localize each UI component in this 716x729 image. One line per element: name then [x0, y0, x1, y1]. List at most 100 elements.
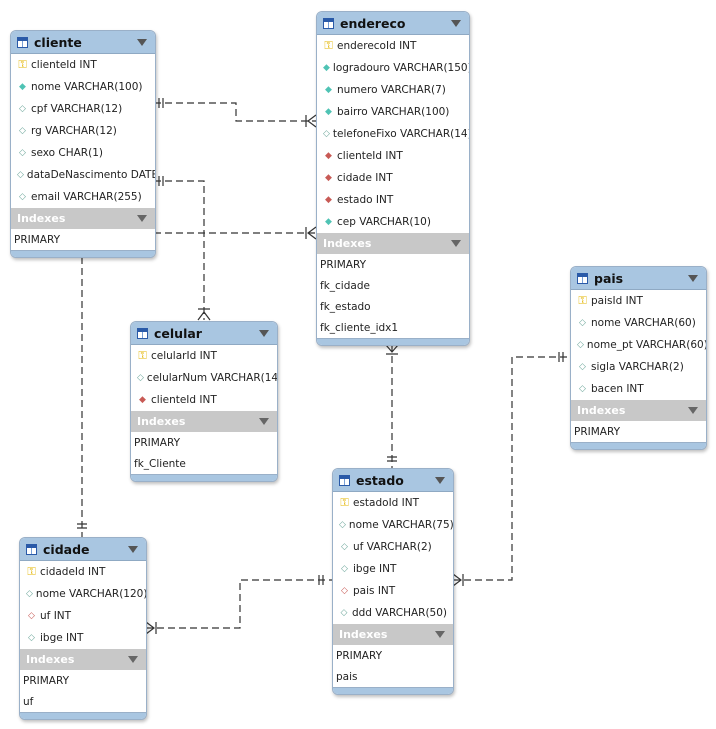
table-header[interactable]: estado: [333, 469, 453, 492]
column-row[interactable]: ◇celularNum VARCHAR(14): [131, 367, 277, 389]
column-row[interactable]: ◇uf INT: [20, 605, 146, 627]
column-row[interactable]: ◆clienteId INT: [317, 145, 469, 167]
column-list: ⚿paisId INT ◇ nome VARCHAR(60) ◇nome_pt VAR…: [571, 290, 706, 400]
index-row[interactable]: PRIMARY: [336, 649, 383, 662]
column-row[interactable]: ◇sigla VARCHAR(2): [571, 356, 706, 378]
index-row[interactable]: fk_estado: [320, 300, 371, 313]
column-row[interactable]: ⚿enderecoId INT: [317, 35, 469, 57]
index-row[interactable]: PRIMARY: [14, 233, 61, 246]
index-row[interactable]: PRIMARY: [320, 258, 367, 271]
table-pais[interactable]: pais ⚿paisId INT ◇ nome VARCHAR(60) ◇nome_p…: [570, 266, 707, 450]
column-list: ⚿estadoId INT◇nome VARCHAR(75)◇uf VARCHA…: [333, 492, 453, 624]
table-celular[interactable]: celular ⚿celularId INT◇celularNum VARCHA…: [130, 321, 278, 482]
nullable-column-icon: ◇: [19, 192, 26, 202]
collapse-toggle-icon[interactable]: [435, 477, 445, 484]
column-row[interactable]: ◇nome VARCHAR(120): [20, 583, 146, 605]
index-row[interactable]: uf: [23, 695, 34, 708]
column-row[interactable]: ◇ibge INT: [333, 558, 453, 580]
table-header[interactable]: endereco: [317, 12, 469, 35]
table-title: estado: [356, 472, 404, 488]
index-row[interactable]: fk_Cliente: [134, 457, 186, 470]
column-label: nome VARCHAR(75): [348, 519, 454, 531]
collapse-toggle-icon[interactable]: [128, 546, 138, 553]
index-row[interactable]: PRIMARY: [23, 674, 70, 687]
column-row[interactable]: ⚿ cidadeId INT: [20, 561, 146, 583]
collapse-toggle-icon[interactable]: [451, 20, 461, 27]
foreign-key-icon: ◆: [325, 195, 332, 205]
column-row[interactable]: ◇telefoneFixo VARCHAR(14): [317, 123, 469, 145]
column-row[interactable]: ◇nome_pt VARCHAR(60): [571, 334, 706, 356]
indexes-label: Indexes: [17, 212, 66, 225]
collapse-toggle-icon[interactable]: [688, 407, 698, 414]
column-row[interactable]: ◆logradouro VARCHAR(150): [317, 57, 469, 79]
column-row[interactable]: ◇dataDeNascimento DATE: [11, 164, 155, 186]
index-row[interactable]: PRIMARY: [134, 436, 181, 449]
column-label: logradouro VARCHAR(150): [332, 62, 470, 74]
collapse-toggle-icon[interactable]: [688, 275, 698, 282]
column-row[interactable]: ◇email VARCHAR(255): [11, 186, 155, 208]
column-row[interactable]: ◆clienteId INT: [131, 389, 277, 411]
collapse-toggle-icon[interactable]: [451, 240, 461, 247]
nullable-column-icon: ◇: [137, 373, 144, 383]
column-row[interactable]: ◆cidade INT: [317, 167, 469, 189]
collapse-toggle-icon[interactable]: [137, 39, 147, 46]
column-row[interactable]: ◇ddd VARCHAR(50): [333, 602, 453, 624]
index-row[interactable]: fk_cliente_idx1: [320, 321, 399, 334]
table-header[interactable]: cliente: [11, 31, 155, 54]
column-row[interactable]: ◇sexo CHAR(1): [11, 142, 155, 164]
column-row[interactable]: ◇rg VARCHAR(12): [11, 120, 155, 142]
indexes-header[interactable]: Indexes: [333, 624, 453, 645]
column-label: bacen INT: [591, 383, 644, 395]
index-row[interactable]: PRIMARY: [574, 425, 621, 438]
index-list: PRIMARY: [571, 421, 706, 442]
table-estado[interactable]: estado ⚿estadoId INT◇nome VARCHAR(75)◇uf…: [332, 468, 454, 695]
primary-key-icon: ⚿: [27, 565, 36, 578]
column-label: cidadeId INT: [40, 566, 106, 578]
table-header[interactable]: celular: [131, 322, 277, 345]
one-marker: [158, 98, 164, 108]
collapse-toggle-icon[interactable]: [128, 656, 138, 663]
column-row[interactable]: ◇nome VARCHAR(75): [333, 514, 453, 536]
table-header[interactable]: pais: [571, 267, 706, 290]
column-row[interactable]: ◇ibge INT: [20, 627, 146, 649]
column-row[interactable]: ⚿paisId INT: [571, 290, 706, 312]
table-cidade[interactable]: cidade ⚿ cidadeId INT ◇nome VARCHAR(120)◇u…: [19, 537, 147, 720]
index-row[interactable]: pais: [336, 670, 358, 683]
column-row[interactable]: ◇bacen INT: [571, 378, 706, 400]
indexes-header[interactable]: Indexes: [131, 411, 277, 432]
column-row[interactable]: ◇pais INT: [333, 580, 453, 602]
column-row[interactable]: ◆nome VARCHAR(100): [11, 76, 155, 98]
nullable-column-icon: ◇: [339, 520, 346, 530]
indexes-header[interactable]: Indexes: [571, 400, 706, 421]
column-row[interactable]: ◆cep VARCHAR(10): [317, 211, 469, 233]
column-row[interactable]: ◇uf VARCHAR(2): [333, 536, 453, 558]
nullable-column-icon: ◇: [579, 318, 586, 328]
column-row[interactable]: ⚿celularId INT: [131, 345, 277, 367]
column-label: nome VARCHAR(60): [591, 317, 696, 329]
indexes-header[interactable]: Indexes: [317, 233, 469, 254]
column-row[interactable]: ⚿estadoId INT: [333, 492, 453, 514]
primary-key-icon: ⚿: [340, 496, 349, 509]
column-row[interactable]: ◇cpf VARCHAR(12): [11, 98, 155, 120]
table-endereco[interactable]: endereco ⚿enderecoId INT◆logradouro VARC…: [316, 11, 470, 346]
table-cliente[interactable]: cliente ⚿clienteId INT◆nome VARCHAR(100)…: [10, 30, 156, 258]
column-label: clienteId INT: [31, 59, 97, 71]
collapse-toggle-icon[interactable]: [435, 631, 445, 638]
collapse-toggle-icon[interactable]: [259, 418, 269, 425]
column-row[interactable]: ⚿clienteId INT: [11, 54, 155, 76]
column-row[interactable]: ◆bairro VARCHAR(100): [317, 101, 469, 123]
column-label: clienteId INT: [151, 394, 217, 406]
indexes-header[interactable]: Indexes: [11, 208, 155, 229]
relationship-line-estado-pais: [453, 356, 570, 581]
index-row[interactable]: fk_cidade: [320, 279, 370, 292]
column-label: cep VARCHAR(10): [337, 216, 431, 228]
column-row[interactable]: ◆estado INT: [317, 189, 469, 211]
column-row[interactable]: ◆numero VARCHAR(7): [317, 79, 469, 101]
collapse-toggle-icon[interactable]: [137, 215, 147, 222]
table-header[interactable]: cidade: [20, 538, 146, 561]
relationship-line-cliente-endereco-1: [154, 102, 316, 122]
column-row[interactable]: ◇ nome VARCHAR(60): [571, 312, 706, 334]
collapse-toggle-icon[interactable]: [259, 330, 269, 337]
indexes-header[interactable]: Indexes: [20, 649, 146, 670]
